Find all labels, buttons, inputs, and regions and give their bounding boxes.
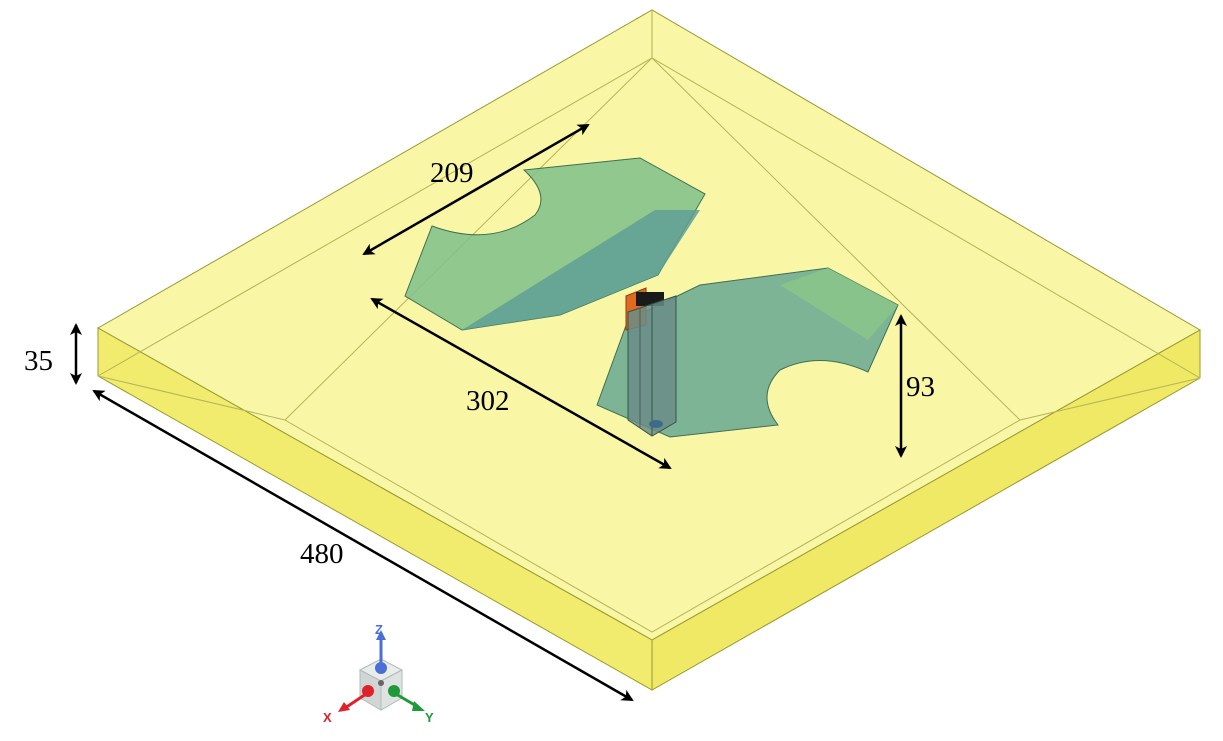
dim-label-35: 35 (24, 345, 53, 377)
dimension-arrows (70, 123, 907, 702)
dim-label-302: 302 (466, 385, 510, 417)
lower-patch-highlight (780, 268, 898, 340)
feed-structure (625, 287, 677, 437)
x-axis-head (338, 702, 350, 712)
dim-label-209: 209 (430, 157, 474, 189)
y-axis-head (412, 701, 425, 711)
dim-arrow-209 (362, 123, 590, 256)
y-axis-label: Y (425, 710, 434, 725)
box-inner-edge-right (1019, 377, 1201, 421)
x-axis-ball (362, 685, 374, 697)
z-axis-head (376, 630, 386, 640)
dim-arrow-480 (92, 389, 634, 702)
y-axis-ball (388, 685, 400, 697)
dim-label-93: 93 (906, 371, 935, 403)
triad-origin (378, 680, 384, 686)
x-axis-label: X (323, 710, 332, 725)
orientation-triad: Z X Y (323, 622, 434, 725)
dim-label-480: 480 (300, 538, 344, 570)
z-axis-label: Z (375, 622, 383, 637)
feed-port (649, 420, 663, 428)
z-axis-ball (375, 662, 387, 674)
x-axis-shaft (344, 692, 367, 710)
